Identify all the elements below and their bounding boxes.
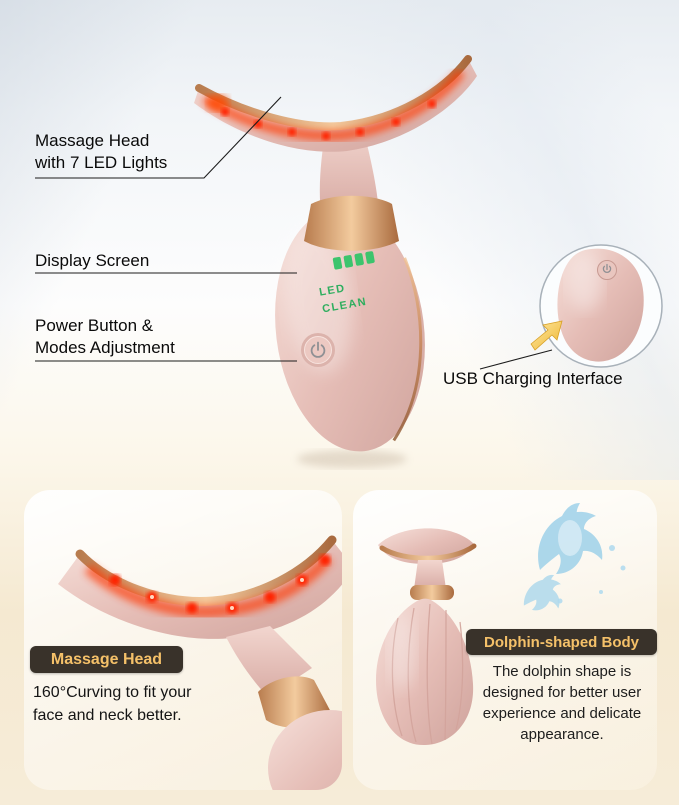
callout-massage-head: Massage Head with 7 LED Lights <box>35 130 167 174</box>
callout-power-line2: Modes Adjustment <box>35 338 175 357</box>
massage-head-desc-line2: face and neck better. <box>33 707 182 724</box>
dolphin-body-badge: Dolphin-shaped Body <box>466 629 657 655</box>
callout-massage-head-line2: with 7 LED Lights <box>35 153 168 172</box>
massage-head-badge: Massage Head <box>30 646 183 673</box>
callout-massage-head-line1: Massage Head <box>35 131 150 150</box>
callout-power-line1: Power Button & <box>35 316 154 335</box>
dolphin-body-description: The dolphin shape is designed for better… <box>482 663 642 743</box>
massage-head-desc-line1: 160°Curving to fit your <box>33 684 192 701</box>
background-sheen <box>0 0 679 480</box>
callout-power-button: Power Button & Modes Adjustment <box>35 315 175 359</box>
card-massage-head <box>24 490 342 790</box>
massage-head-description: 160°Curving to fit your face and neck be… <box>33 681 191 727</box>
callout-display-screen: Display Screen <box>35 251 150 270</box>
callout-usb: USB Charging Interface <box>443 369 623 388</box>
